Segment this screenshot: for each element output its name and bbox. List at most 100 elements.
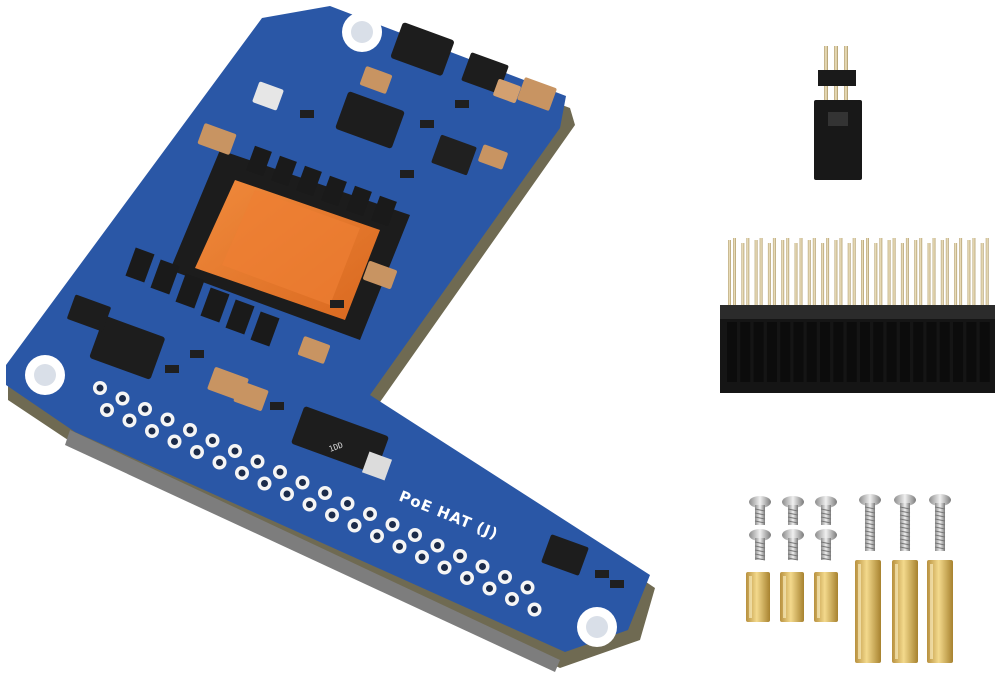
header-slot: [913, 322, 924, 382]
brass-standoff: [746, 572, 770, 622]
ic-chip: [335, 91, 405, 149]
header-slot: [727, 322, 737, 382]
gpio-hole: [385, 517, 400, 532]
header-pin: [914, 240, 918, 308]
gpio-hole: [318, 486, 332, 500]
header-pin: [954, 243, 958, 311]
header-slot: [753, 322, 764, 382]
header-slot: [793, 322, 804, 382]
gpio-hole: [250, 454, 265, 469]
header-pin: [812, 238, 816, 308]
poe-hat-board: 1DD PoE HAT (J): [6, 6, 655, 672]
gpio-hole: [295, 475, 310, 490]
header-slot: [740, 322, 751, 382]
mounting-hardware: [746, 494, 953, 663]
header-pin: [781, 240, 785, 308]
header-pin: [847, 243, 851, 311]
screw: [894, 494, 916, 551]
gpio-hole: [520, 580, 535, 595]
header-pin: [967, 240, 971, 308]
gpio-hole: [453, 549, 467, 563]
brass-standoff: [814, 572, 838, 622]
ic-chip: [541, 534, 589, 576]
brass-standoff: [780, 572, 804, 622]
header-pin: [786, 238, 790, 308]
stacking-header: [720, 238, 995, 393]
gpio-hole: [235, 466, 249, 480]
ic-chip: [461, 52, 509, 94]
gpio-hole: [257, 476, 272, 491]
gpio-hole: [93, 381, 107, 395]
gpio-hole: [498, 570, 512, 584]
header-pin: [794, 243, 798, 311]
smd-capacitor: [197, 66, 557, 411]
header-pin: [879, 238, 883, 308]
gpio-hole: [205, 433, 220, 448]
gpio-hole: [392, 539, 407, 554]
gpio-hole: [122, 413, 137, 428]
header-slot: [780, 322, 791, 382]
gpio-hole: [482, 581, 497, 596]
gpio-hole: [475, 559, 490, 574]
mounting-hole: [25, 355, 65, 395]
gpio-hole: [527, 602, 542, 617]
header-pin: [799, 238, 803, 308]
header-pin: [887, 240, 891, 308]
header-pin: [945, 238, 949, 308]
gpio-hole: [138, 402, 152, 416]
screw: [815, 496, 837, 525]
brass-standoff: [892, 560, 918, 663]
brass-standoff: [855, 560, 881, 663]
header-pin: [892, 238, 896, 308]
header-pin: [980, 243, 984, 311]
header-pin: [927, 243, 931, 311]
header-pin: [754, 240, 758, 308]
ic-chip: [89, 316, 165, 380]
jumper-header: [814, 46, 862, 180]
gpio-hole: [363, 507, 377, 521]
header-slot: [953, 322, 964, 382]
mounting-hole: [342, 12, 382, 52]
gpio-hole: [347, 518, 362, 533]
header-pin: [807, 240, 811, 308]
mounting-hole: [577, 607, 617, 647]
gpio-hole: [340, 496, 355, 511]
screw: [859, 494, 881, 551]
gpio-female-socket: [65, 430, 560, 672]
poe-transformer: [125, 145, 410, 347]
gpio-hole: [100, 403, 114, 417]
rectifier-diode: 1DD: [291, 406, 393, 481]
gpio-hole: [228, 444, 242, 458]
header-slot: [899, 322, 910, 382]
stacking-header-pins: [728, 238, 989, 311]
board-surface: [6, 6, 650, 652]
gpio-hole: [370, 529, 384, 543]
header-slot: [939, 322, 950, 382]
header-pin: [759, 238, 763, 308]
header-slot: [806, 322, 817, 382]
header-pin: [900, 243, 904, 311]
header-pin: [746, 238, 750, 308]
gpio-hole: [415, 550, 429, 564]
gpio-hole: [408, 528, 422, 542]
screw: [815, 529, 837, 561]
header-pin: [861, 240, 864, 308]
header-slot: [766, 322, 777, 382]
header-pin: [940, 240, 944, 308]
header-pin: [972, 238, 976, 308]
header-pin: [728, 240, 731, 308]
header-pin: [919, 238, 923, 308]
header-pin: [834, 240, 838, 308]
header-pin: [985, 238, 989, 308]
header-slot: [966, 322, 977, 382]
header-pin: [767, 243, 771, 311]
header-pin: [733, 238, 736, 308]
header-slot: [833, 322, 844, 382]
header-pin: [866, 238, 869, 308]
screw: [749, 496, 771, 525]
screw: [782, 496, 804, 525]
gpio-hole: [115, 391, 130, 406]
gpio-hole: [145, 424, 159, 438]
header-pin: [821, 243, 825, 311]
